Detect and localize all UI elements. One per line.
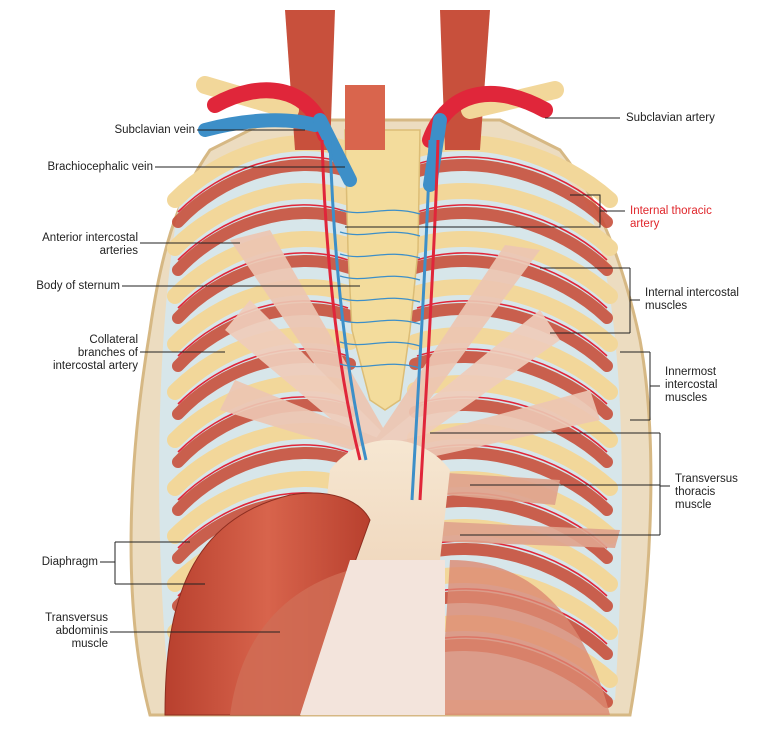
rib-left (167, 183, 358, 256)
rib-left (167, 279, 358, 352)
intercostal-artery-right (416, 204, 608, 261)
intercostal-artery-right (416, 300, 608, 357)
sternal-vein-branch (339, 275, 421, 281)
abdomen-right (440, 560, 610, 715)
intercostal-artery-left (177, 156, 349, 213)
label-internal-thoracic-artery: Internal thoracic artery (630, 205, 712, 230)
intercostal-artery-left (177, 204, 349, 261)
label-transversus-abdominis: Transversus abdominis muscle (45, 612, 108, 650)
rib-right (407, 183, 618, 256)
label-subclavian-artery: Subclavian artery (626, 112, 715, 124)
leader-lines (100, 117, 670, 633)
intercostal-artery-left (177, 444, 349, 501)
internal-thoracic-vein-left (328, 139, 368, 461)
intercostal-muscle-right (409, 303, 613, 372)
internal-thoracic-artery-left (320, 139, 362, 461)
sternal-vein-branch (339, 297, 421, 303)
intercostal-muscle-right (409, 207, 613, 276)
sternal-vein-branch (339, 209, 421, 215)
label-subclavian-vein: Subclavian vein (114, 124, 195, 136)
sternal-vein-branch (339, 319, 421, 325)
label-body-of-sternum: Body of sternum (36, 280, 120, 292)
label-internal-intercostal-muscles: Internal intercostal muscles (645, 287, 739, 312)
label-collateral-branches: Collateral branches of intercostal arter… (52, 334, 138, 372)
sternal-vein-branch (339, 253, 421, 259)
label-innermost-intercostal-muscles: Innermost intercostal muscles (665, 366, 718, 404)
rib-right (407, 231, 618, 304)
label-diaphragm: Diaphragm (41, 556, 98, 568)
vessels (196, 10, 564, 501)
brachiocephalic-vein-left (313, 113, 357, 187)
internal-thoracic-vein-right (410, 139, 432, 501)
rib-left (167, 471, 358, 544)
label-transversus-thoracis-muscle: Transversus thoracis muscle (675, 473, 738, 511)
subclavian-vein-left (198, 113, 322, 137)
intercostal-muscle-left (172, 447, 356, 516)
sternal-vein-branch (339, 231, 421, 237)
label-anterior-intercostal-arteries: Anterior intercostal arteries (42, 232, 138, 257)
sternal-vein-branch (339, 363, 421, 369)
intercostal-muscle-left (172, 207, 356, 276)
abdominal-center (300, 560, 445, 715)
brachiocephalic-vein-right (423, 113, 447, 192)
sternal-vein-branch (339, 341, 421, 347)
neck-muscle-mid (345, 85, 385, 150)
label-brachiocephalic-vein: Brachiocephalic vein (47, 161, 153, 173)
sternum (344, 129, 421, 411)
internal-thoracic-artery-right (418, 139, 440, 501)
rib-right (407, 279, 618, 352)
